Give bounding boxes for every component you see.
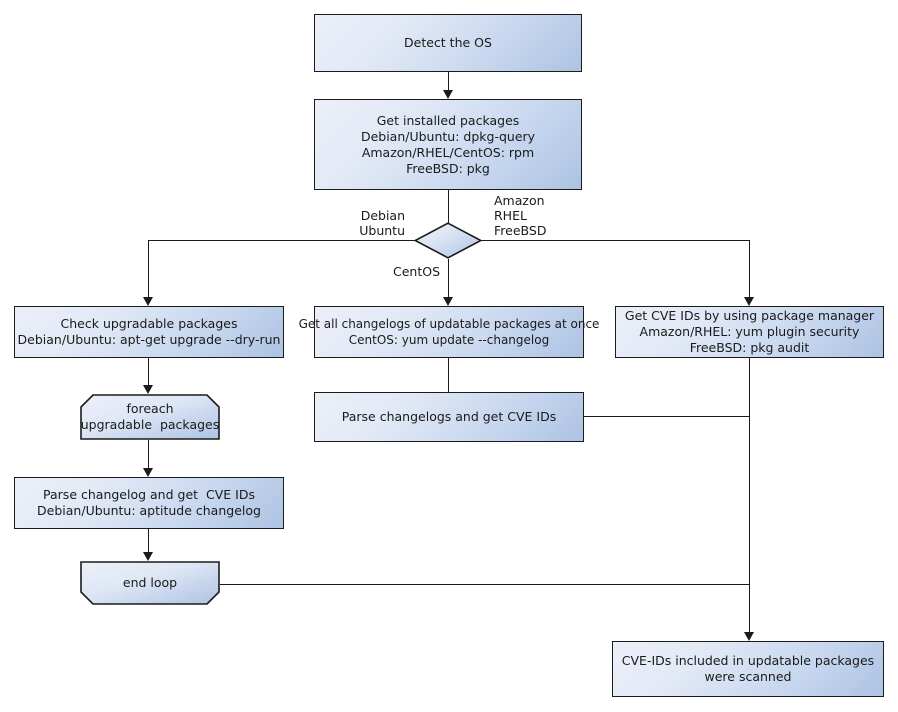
edge-detect-to-installed (448, 72, 449, 90)
edge-decision-split-right (481, 240, 750, 241)
node-parse-changelogs-cve[interactable]: Parse changelogs and get CVE IDs (314, 392, 584, 442)
node-get-all-changelogs[interactable]: Get all changelogs of updatable packages… (299, 306, 599, 358)
node-detect-os-label: Detect the OS (404, 35, 492, 50)
node-os-decision[interactable] (414, 222, 482, 259)
edge-decision-right-down (749, 240, 750, 297)
node-get-cve-ids-pkgmgr[interactable]: Get CVE IDs by using package manager Ama… (615, 306, 884, 358)
node-scanned-result[interactable]: CVE-IDs included in updatable packages w… (612, 641, 884, 697)
node-get-installed-packages-label: Get installed packages Debian/Ubuntu: dp… (360, 112, 536, 176)
node-parse-changelogs-cve-label: Parse changelogs and get CVE IDs (341, 409, 557, 424)
loop-start-shape-icon (80, 394, 220, 440)
node-check-upgradable[interactable]: Check upgradable packages Debian/Ubuntu:… (14, 306, 284, 358)
node-foreach-loop-label: foreach upgradable packages (80, 401, 220, 432)
edge-foreach-to-parse-arrow (143, 468, 153, 477)
edge-decision-left-down (148, 240, 149, 297)
edge-right-trunk (749, 358, 750, 632)
edge-parsecenter-to-trunk (584, 416, 750, 417)
node-foreach-loop[interactable]: foreach upgradable packages (80, 394, 220, 440)
edge-label-centos: CentOS (392, 264, 440, 279)
node-get-installed-packages[interactable]: Get installed packages Debian/Ubuntu: dp… (314, 99, 582, 190)
node-scanned-result-label: CVE-IDs included in updatable packages w… (621, 653, 875, 684)
node-detect-os[interactable]: Detect the OS (314, 14, 582, 72)
edge-label-amazon-rhel-freebsd: Amazon RHEL FreeBSD (494, 193, 547, 238)
node-end-loop[interactable]: end loop (80, 561, 220, 605)
edge-installed-to-decision (448, 190, 449, 223)
node-get-cve-ids-pkgmgr-label: Get CVE IDs by using package manager Ama… (624, 308, 875, 355)
edge-decision-split-left (148, 240, 415, 241)
edge-check-to-foreach (148, 358, 149, 385)
node-check-upgradable-label: Check upgradable packages Debian/Ubuntu:… (17, 316, 281, 347)
edge-detect-to-installed-arrow (443, 90, 453, 99)
node-parse-changelog-cve[interactable]: Parse changelog and get CVE IDs Debian/U… (14, 477, 284, 529)
edge-decision-center-down (448, 259, 449, 297)
edge-check-to-foreach-arrow (143, 385, 153, 394)
edge-decision-left-arrow (143, 297, 153, 306)
loop-end-shape-icon (80, 561, 220, 605)
node-end-loop-label: end loop (122, 575, 178, 590)
edge-parse-to-endloop-arrow (143, 552, 153, 561)
edge-decision-right-arrow (744, 297, 754, 306)
edge-decision-center-arrow (443, 297, 453, 306)
node-get-all-changelogs-label: Get all changelogs of updatable packages… (298, 317, 600, 347)
edge-right-trunk-arrow (744, 632, 754, 641)
edge-foreach-to-parse (148, 440, 149, 468)
node-parse-changelog-cve-label: Parse changelog and get CVE IDs Debian/U… (37, 487, 261, 518)
edge-allchangelogs-to-parse (448, 358, 449, 392)
edge-endloop-to-trunk (220, 584, 750, 585)
decision-diamond-icon (414, 222, 482, 259)
edge-label-debian-ubuntu: Debian Ubuntu (359, 208, 405, 238)
edge-parse-to-endloop (148, 529, 149, 552)
